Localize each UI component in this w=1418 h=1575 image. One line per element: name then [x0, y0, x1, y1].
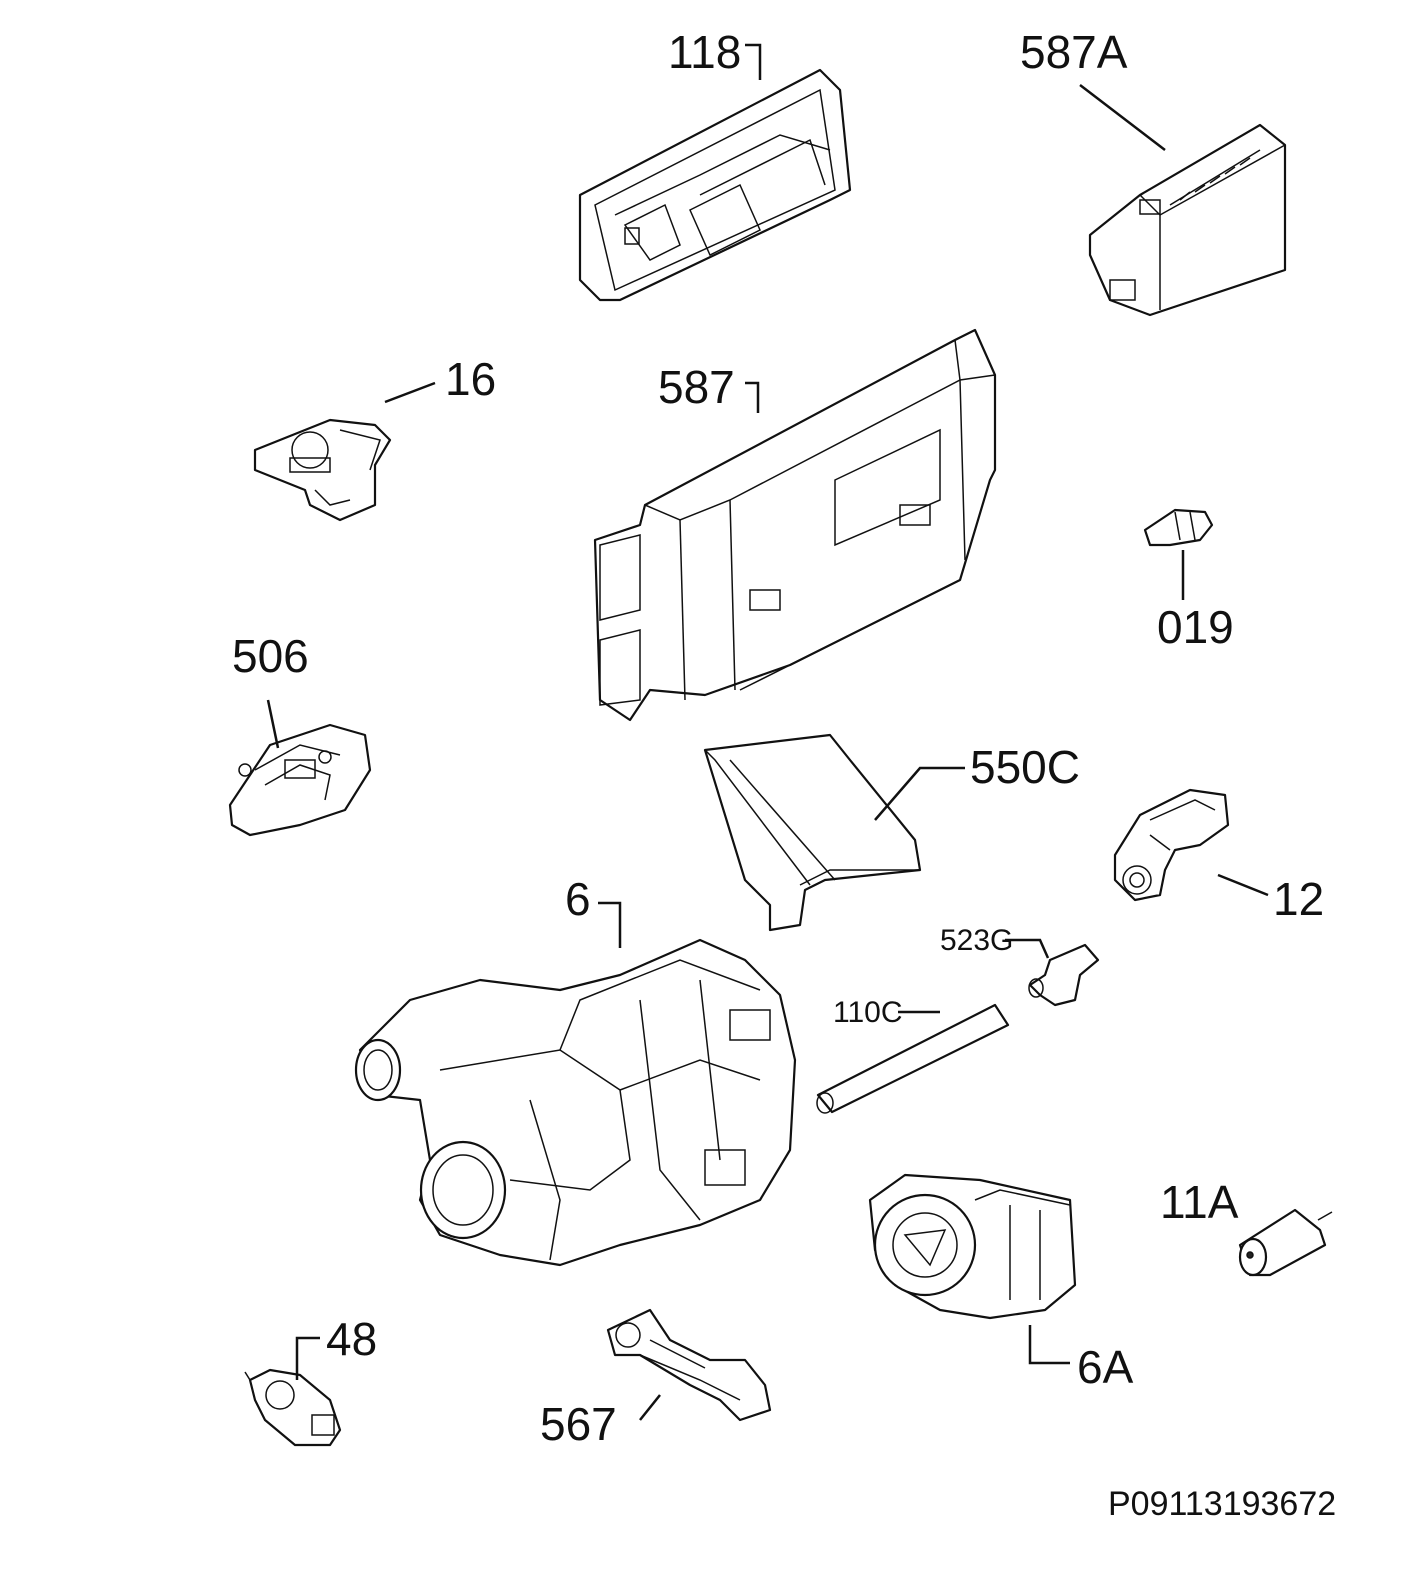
label-587: 587	[658, 361, 735, 413]
part-550C-flap	[703, 733, 922, 932]
part-567-hinge-arm	[606, 1308, 772, 1422]
part-118-panel-tray	[578, 68, 852, 302]
part-48-switch	[244, 1368, 342, 1447]
part-587A-electronic-module	[1088, 123, 1287, 317]
part-110C-hose	[816, 1003, 1010, 1114]
part-587-main-module	[593, 328, 997, 722]
label-523G: 523G	[940, 924, 1013, 957]
diagram-code: P09113193672	[1108, 1485, 1336, 1523]
part-523G-fitting	[1028, 943, 1100, 1007]
part-506-hinge	[228, 723, 372, 837]
label-12: 12	[1273, 873, 1324, 925]
part-6A-drain-pump	[868, 1173, 1077, 1320]
label-118: 118	[668, 26, 741, 78]
label-587A: 587A	[1020, 26, 1128, 78]
label-110C: 110C	[833, 996, 903, 1029]
label-550C: 550C	[970, 741, 1080, 793]
label-6A: 6A	[1077, 1341, 1134, 1393]
part-16-door-lock	[253, 418, 392, 522]
label-48: 48	[326, 1313, 377, 1365]
part-11A-sensor	[1238, 1208, 1333, 1277]
label-11A: 11A	[1160, 1176, 1239, 1228]
label-567: 567	[540, 1398, 617, 1450]
label-6: 6	[565, 873, 591, 925]
label-506: 506	[232, 630, 309, 682]
part-6-circulation-pump	[354, 938, 797, 1267]
part-12-pressure-switch	[1113, 788, 1230, 902]
label-019: 019	[1157, 601, 1234, 653]
label-16: 16	[445, 353, 496, 405]
part-019-connector	[1143, 508, 1214, 547]
